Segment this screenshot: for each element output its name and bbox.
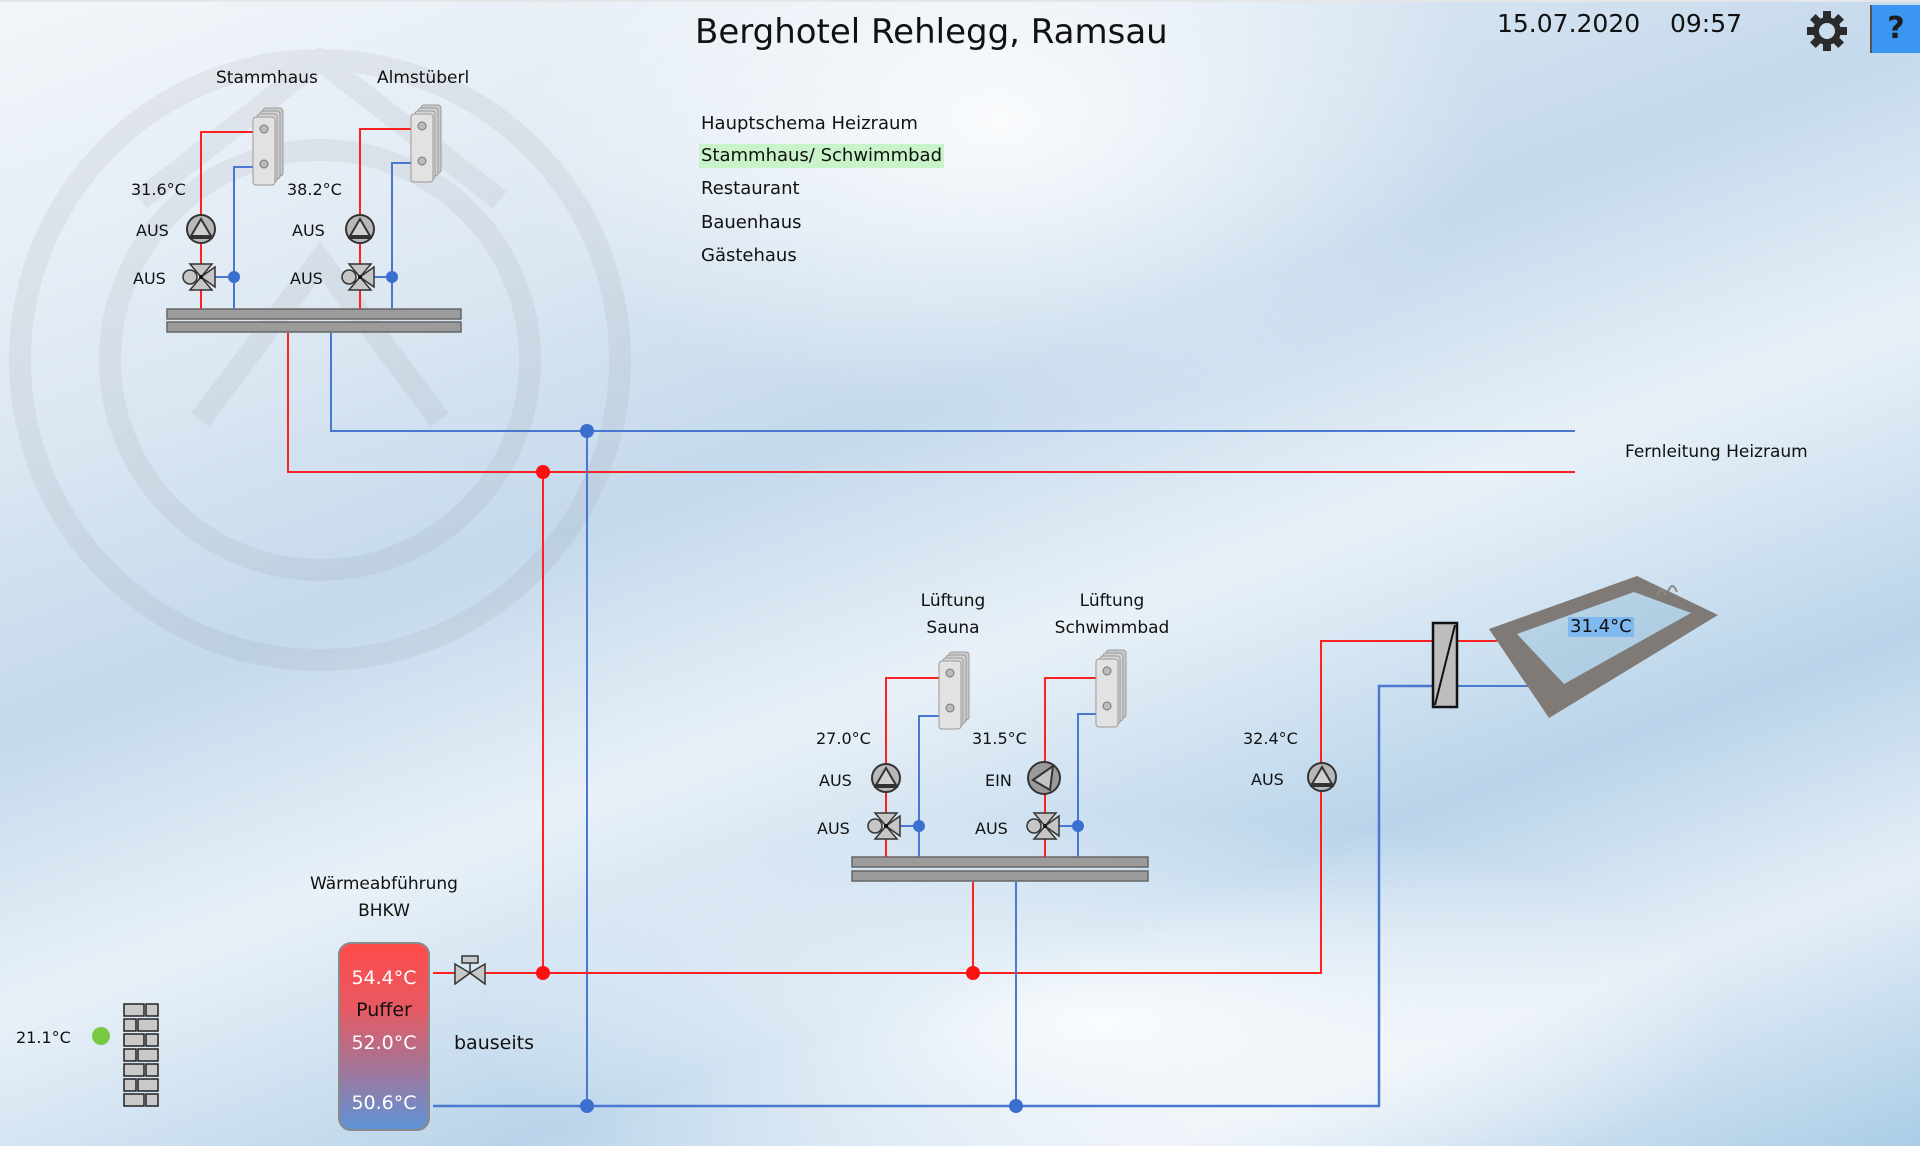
- time-display: 09:57: [1670, 9, 1743, 38]
- top-border: [0, 0, 1920, 2]
- temperature-almstueberl: 38.2°C: [287, 180, 342, 199]
- valve-state-stammhaus: AUS: [133, 269, 166, 288]
- radiator-icon-sauna: [938, 651, 970, 730]
- supply-junction-dot: [536, 966, 550, 980]
- return-junction-dot: [580, 1099, 594, 1113]
- circuit-title-stammhaus: Stammhaus: [216, 68, 318, 88]
- pump-state-schwimmbad: EIN: [985, 771, 1012, 790]
- supply-junction-dot: [536, 465, 550, 479]
- help-button[interactable]: ?: [1870, 5, 1920, 53]
- circuit-title-sauna-line2: Sauna: [926, 618, 980, 638]
- page-title: Berghotel Rehlegg, Ramsau: [695, 12, 1168, 52]
- nav-item-bauenhaus[interactable]: Bauenhaus: [701, 212, 802, 233]
- circuit-title-schwimmbad-line1: Lüftung: [1079, 591, 1145, 611]
- temperature-pool-supply: 32.4°C: [1243, 729, 1298, 748]
- settings-button[interactable]: [1806, 10, 1848, 52]
- return-junction-dot: [580, 424, 594, 438]
- pump-state-almstueberl: AUS: [292, 221, 325, 240]
- mixing-valve-icon-sauna[interactable]: [867, 812, 901, 840]
- temperature-schwimmbad: 31.5°C: [972, 729, 1027, 748]
- circuit-title-almstueberl: Almstüberl: [377, 68, 470, 88]
- buffer-label: Puffer: [356, 999, 412, 1021]
- radiator-icon-schwimmbad: [1095, 649, 1127, 728]
- temperature-sauna: 27.0°C: [816, 729, 871, 748]
- watermark-logo: [9, 46, 631, 671]
- return-junction-dot: [228, 271, 240, 283]
- nav-item-stammhaus-schwimmbad[interactable]: Stammhaus/ Schwimmbad: [699, 144, 944, 168]
- valve-state-sauna: AUS: [817, 819, 850, 838]
- buffer-temp-bottom: 50.6°C: [351, 1092, 417, 1114]
- swimming-pool-icon: [1489, 576, 1718, 718]
- pump-state-stammhaus: AUS: [136, 221, 169, 240]
- status-indicator-dot: [92, 1027, 110, 1045]
- buffer-temp-mid: 52.0°C: [351, 1032, 417, 1054]
- circuit-title-schwimmbad-line2: Schwimmbad: [1054, 618, 1170, 638]
- radiator-icon-stammhaus: [252, 107, 284, 186]
- outdoor-temperature: 21.1°C: [16, 1028, 71, 1047]
- valve-label-bauseits: bauseits: [454, 1032, 534, 1054]
- buffer-tank[interactable]: [338, 942, 430, 1131]
- radiator-icon-almstueberl: [410, 104, 442, 183]
- buffer-title-line2: BHKW: [358, 901, 410, 921]
- mixing-valve-icon-stammhaus[interactable]: [182, 263, 216, 291]
- return-junction-dot: [1009, 1099, 1023, 1113]
- mixing-valve-icon-schwimmbad[interactable]: [1026, 812, 1060, 840]
- gear-icon: [1807, 11, 1847, 51]
- pump-icon-almstueberl[interactable]: [345, 214, 375, 244]
- nav-item-hauptschema[interactable]: Hauptschema Heizraum: [701, 113, 918, 134]
- nav-item-gaestehaus[interactable]: Gästehaus: [701, 245, 797, 266]
- heat-exchanger-icon: [1431, 621, 1459, 709]
- pump-icon-schwimmbad-running[interactable]: [1027, 761, 1061, 795]
- temperature-pool-water: 31.4°C: [1568, 616, 1634, 637]
- valve-state-schwimmbad: AUS: [975, 819, 1008, 838]
- nav-item-restaurant[interactable]: Restaurant: [701, 178, 800, 199]
- pump-icon-stammhaus[interactable]: [186, 214, 216, 244]
- temperature-stammhaus: 31.6°C: [131, 180, 186, 199]
- pump-icon-sauna[interactable]: [871, 763, 901, 793]
- district-line-label: Fernleitung Heizraum: [1625, 442, 1808, 462]
- top-manifold: [166, 308, 462, 333]
- buffer-title-line1: Wärmeabführung: [310, 874, 458, 894]
- gate-valve-icon[interactable]: [454, 955, 486, 986]
- lower-manifold: [851, 856, 1149, 882]
- buffer-temp-top: 54.4°C: [351, 967, 417, 989]
- pump-state-pool: AUS: [1251, 770, 1284, 789]
- circuit-title-sauna-line1: Lüftung: [920, 591, 986, 611]
- pump-state-sauna: AUS: [819, 771, 852, 790]
- pump-icon-pool[interactable]: [1307, 762, 1337, 792]
- main-pipes: [287, 333, 1575, 1108]
- supply-junction-dot: [966, 966, 980, 980]
- date-display: 15.07.2020: [1497, 9, 1641, 38]
- valve-state-almstueberl: AUS: [290, 269, 323, 288]
- outdoor-wall-icon: [123, 1003, 159, 1107]
